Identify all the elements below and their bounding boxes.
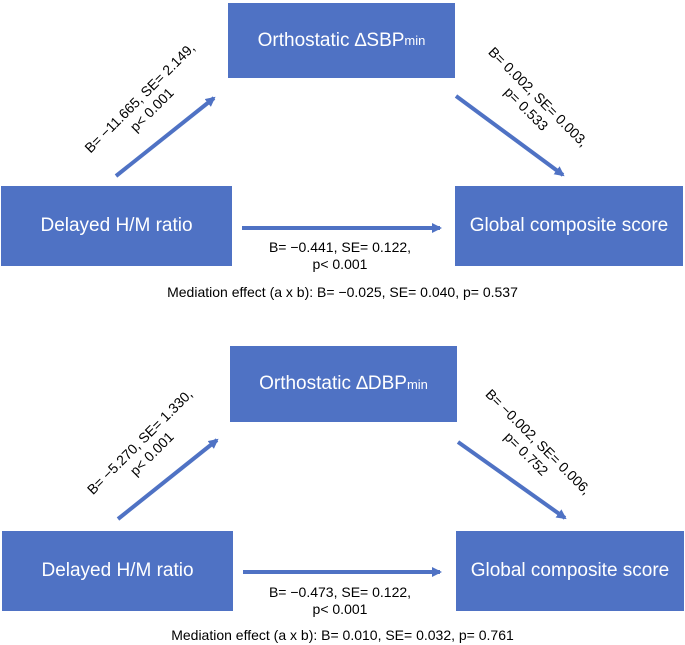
predictor-label: Delayed H/M ratio [40,215,193,236]
outcome-box: Global composite score [456,531,684,611]
predictor-label: Delayed H/M ratio [41,560,194,581]
outcome-label: Global composite score [469,215,669,236]
mediator-label: Orthostatic ∆SBP [257,29,405,51]
mediation-effect: Mediation effect (a x b): B= 0.010, SE= … [171,627,514,643]
outcome-box: Global composite score [455,186,683,266]
predictor-box: Delayed H/M ratio [1,186,232,266]
path-c-coef: B= −0.441, SE= 0.122, [268,239,412,255]
path-c-coef: B= −0.473, SE= 0.122, [268,584,412,600]
outcome-label: Global composite score [470,560,670,581]
mediator-subscript: min [404,33,426,48]
path-c-p: p< 0.001 [312,256,368,272]
path-c-p: p< 0.001 [312,601,368,617]
path-a-arrow [116,438,219,521]
path-a-arrow [114,96,216,178]
predictor-box: Delayed H/M ratio [2,531,233,611]
path-c-label: B= −0.473, SE= 0.122, p< 0.001 [240,584,440,618]
mediation-effect: Mediation effect (a x b): B= −0.025, SE=… [167,284,518,300]
path-b-arrow [456,440,567,520]
path-b-arrow [454,94,565,177]
mediator-subscript: min [406,376,428,392]
mediator-label: Orthostatic ∆DBP [259,373,407,394]
path-c-label: B= −0.441, SE= 0.122, p< 0.001 [240,239,440,273]
